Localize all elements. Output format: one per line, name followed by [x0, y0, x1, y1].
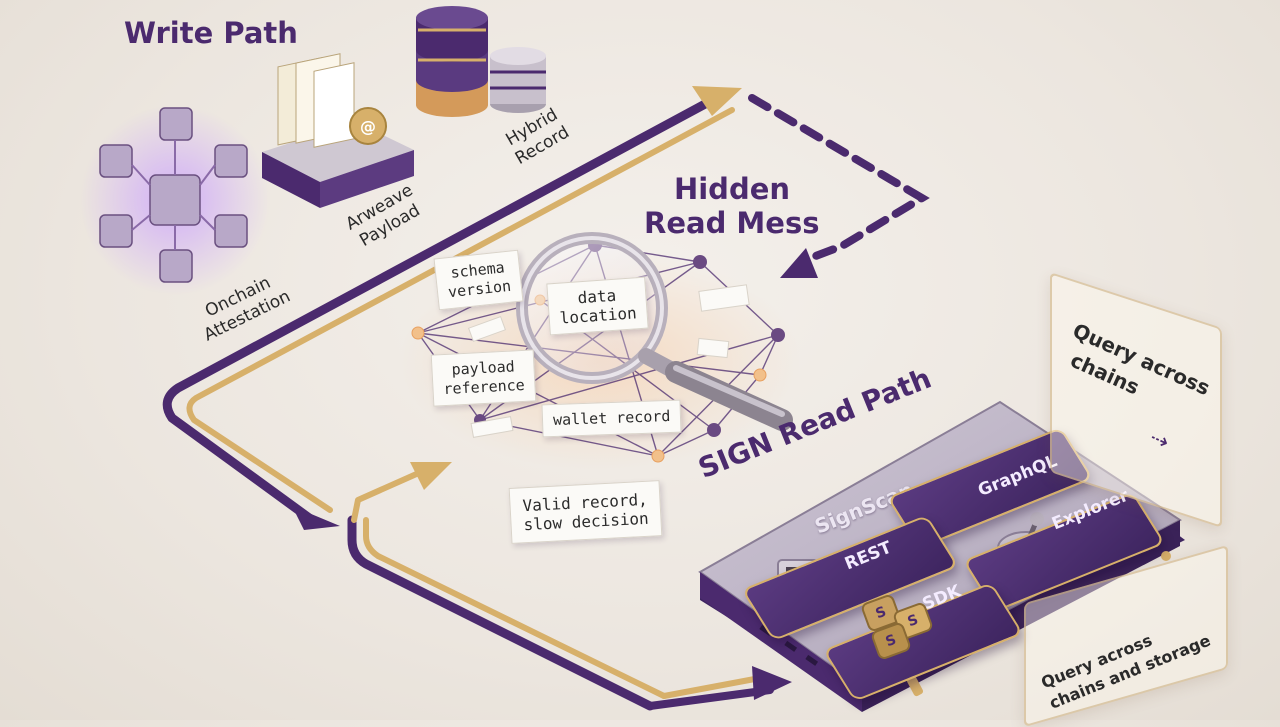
hybrid-record-icon [416, 6, 546, 117]
hidden-read-mess-title: Hidden Read Mess [662, 172, 802, 240]
data-location-note: data location [546, 277, 648, 336]
schema-version-note: schema version [434, 250, 524, 311]
arweave-payload-icon: @ [262, 54, 414, 208]
location-note-line2: location [559, 303, 637, 327]
hidden-dashed-arrowhead [780, 248, 818, 278]
payload-reference-note: payload reference [431, 349, 537, 406]
write-path-title: Write Path [124, 16, 298, 50]
valid-record-note: Valid record, slow decision [509, 480, 663, 544]
hidden-read-mess-line2: Read Mess [644, 206, 802, 240]
payload-note-line2: reference [443, 376, 525, 399]
sign-arrowhead [752, 666, 792, 700]
hidden-read-mess-line1: Hidden [662, 172, 802, 206]
svg-text:@: @ [360, 117, 376, 136]
wallet-record-note: wallet record [541, 400, 681, 438]
onchain-crystal-icon [80, 105, 270, 295]
